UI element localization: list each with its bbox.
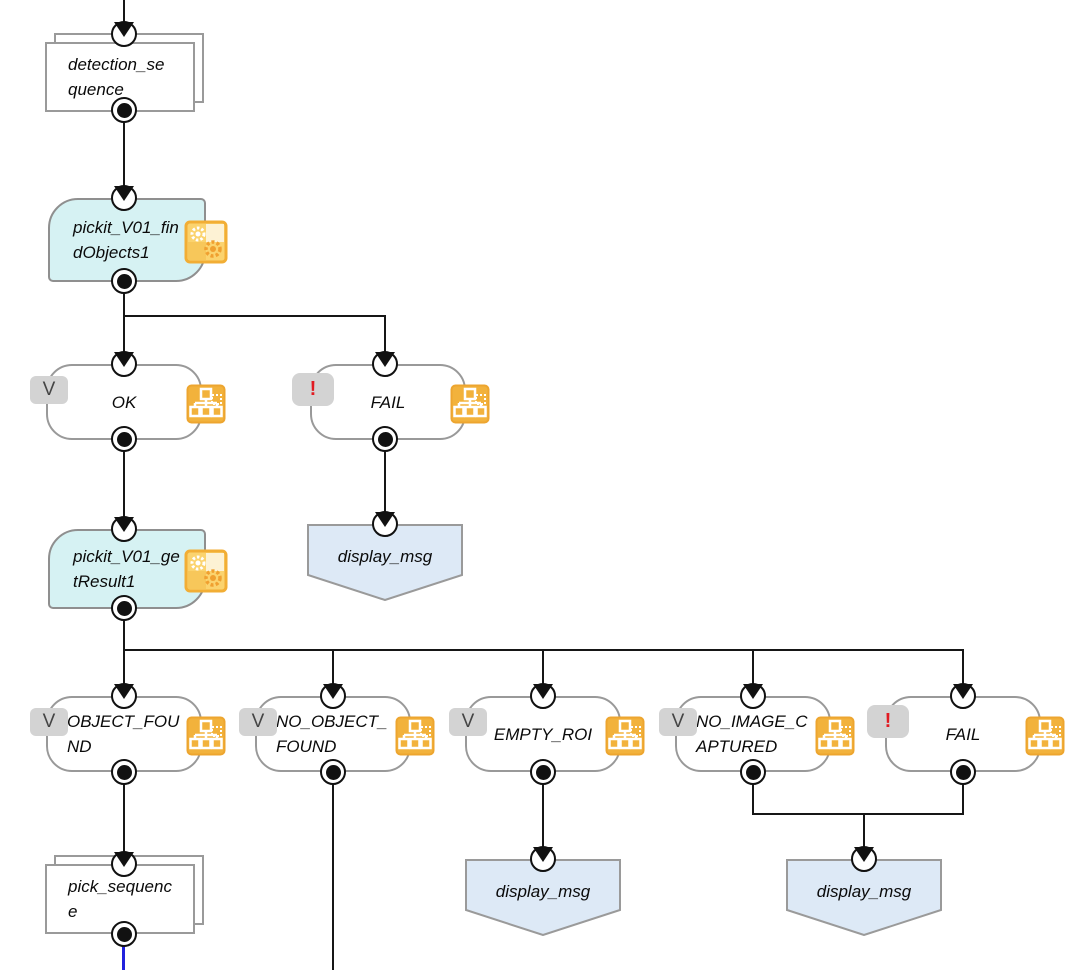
hierarchy-icon <box>186 384 226 424</box>
hierarchy-icon <box>395 716 435 756</box>
pentagon-shape <box>307 524 463 601</box>
node-display-msg-error[interactable]: display_msg <box>786 859 942 936</box>
edge-selected <box>122 935 125 970</box>
input-port[interactable] <box>950 683 976 709</box>
edge <box>123 315 386 317</box>
hierarchy-icon <box>450 384 490 424</box>
output-port[interactable] <box>111 595 137 621</box>
error-badge: ! <box>867 705 909 738</box>
input-port[interactable] <box>111 185 137 211</box>
node-label: display_msg <box>495 882 591 901</box>
edge <box>384 315 386 365</box>
input-port[interactable] <box>851 846 877 872</box>
node-label: FAIL <box>945 724 981 744</box>
output-port[interactable] <box>111 759 137 785</box>
edge <box>752 649 754 697</box>
node-display-msg-empty-roi[interactable]: display_msg <box>465 859 621 936</box>
node-label: pick_sequence <box>68 877 172 921</box>
output-port[interactable] <box>372 426 398 452</box>
node-label: FAIL <box>370 392 406 412</box>
node-label: NO_IMAGE_CAPTURED <box>696 712 808 756</box>
input-port[interactable] <box>372 351 398 377</box>
edge <box>123 438 125 530</box>
output-port[interactable] <box>111 426 137 452</box>
edge <box>123 608 125 697</box>
edge <box>332 649 334 697</box>
input-port[interactable] <box>372 511 398 537</box>
input-port[interactable] <box>320 683 346 709</box>
hierarchy-icon <box>186 716 226 756</box>
edge <box>123 110 125 200</box>
edge <box>123 0 125 35</box>
input-port[interactable] <box>530 683 556 709</box>
success-badge: V <box>449 708 487 736</box>
input-port[interactable] <box>111 351 137 377</box>
output-port[interactable] <box>111 97 137 123</box>
node-branch-object-found[interactable]: V OBJECT_FOUND <box>30 696 226 772</box>
node-label: OK <box>111 392 137 412</box>
success-badge: V <box>30 708 68 736</box>
node-display-msg-fail[interactable]: display_msg <box>307 524 463 601</box>
output-port[interactable] <box>320 759 346 785</box>
node-label: detection_sequence <box>68 55 165 99</box>
node-label: OBJECT_FOUND <box>67 712 180 756</box>
gears-icon <box>184 220 228 264</box>
edge <box>542 649 544 697</box>
success-badge: V <box>239 708 277 736</box>
output-port[interactable] <box>530 759 556 785</box>
node-label: NO_OBJECT_FOUND <box>276 712 388 756</box>
output-port[interactable] <box>111 268 137 294</box>
edge <box>332 771 334 970</box>
node-label: display_msg <box>337 547 433 566</box>
node-pick-sequence[interactable]: pick_sequence <box>45 864 195 934</box>
edge <box>962 649 964 697</box>
node-label: pickit_V01_findObjects1 <box>73 218 179 262</box>
gears-icon <box>184 549 228 593</box>
input-port[interactable] <box>740 683 766 709</box>
edge <box>752 813 964 815</box>
output-port[interactable] <box>950 759 976 785</box>
edge <box>123 771 125 865</box>
node-label: EMPTY_ROI <box>493 724 593 744</box>
output-port[interactable] <box>740 759 766 785</box>
input-port[interactable] <box>111 21 137 47</box>
edge <box>384 438 386 525</box>
error-badge: ! <box>292 373 334 406</box>
node-label: pickit_V01_getResult1 <box>73 547 180 591</box>
input-port[interactable] <box>111 683 137 709</box>
hierarchy-icon <box>605 716 645 756</box>
success-badge: V <box>659 708 697 736</box>
success-badge: V <box>30 376 68 404</box>
node-label: display_msg <box>816 882 912 901</box>
hierarchy-icon <box>1025 716 1065 756</box>
output-port[interactable] <box>111 921 137 947</box>
hierarchy-icon <box>815 716 855 756</box>
edge <box>542 771 544 860</box>
input-port[interactable] <box>530 846 556 872</box>
input-port[interactable] <box>111 516 137 542</box>
edge <box>123 280 125 365</box>
input-port[interactable] <box>111 851 137 877</box>
pentagon-shape <box>465 859 621 936</box>
edge <box>962 771 964 815</box>
edge <box>752 771 754 815</box>
pentagon-shape <box>786 859 942 936</box>
edge <box>863 813 865 860</box>
